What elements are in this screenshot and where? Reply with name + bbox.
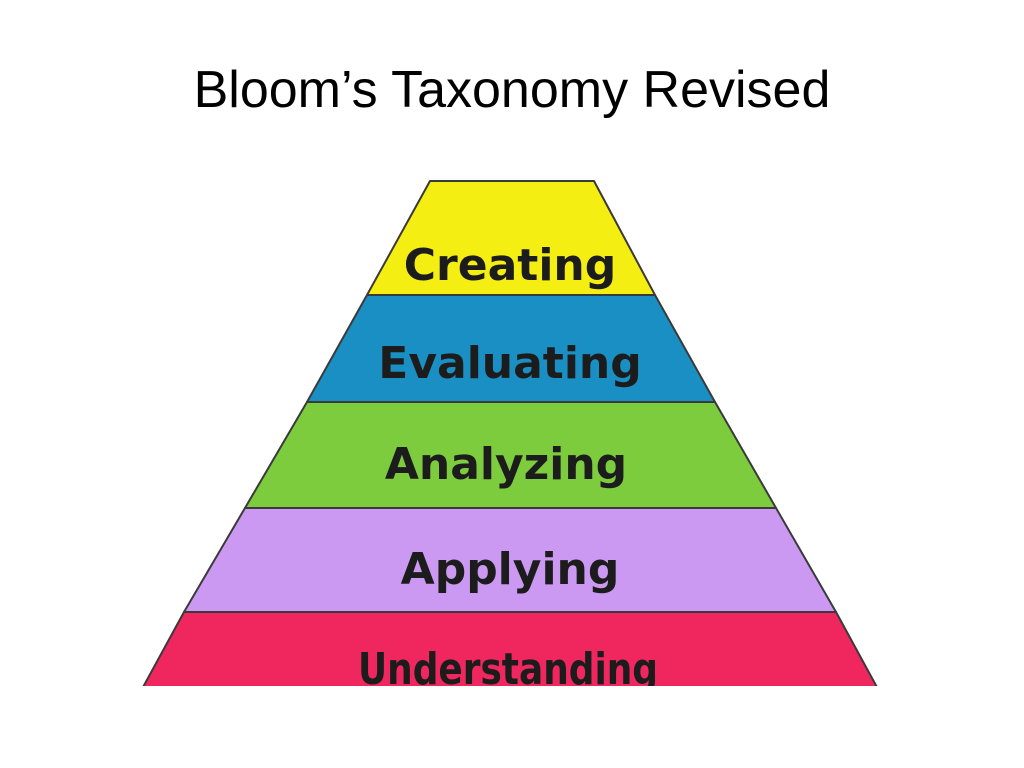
level-understanding-band bbox=[142, 611, 878, 686]
level-creating-label: Creating bbox=[404, 240, 616, 291]
level-evaluating-label: Evaluating bbox=[378, 338, 641, 389]
level-applying-label: Applying bbox=[401, 544, 620, 595]
level-analyzing-label: Analyzing bbox=[385, 439, 627, 490]
level-understanding-label: Understanding bbox=[358, 644, 658, 695]
slide-title: Bloom’s Taxonomy Revised bbox=[193, 61, 831, 119]
